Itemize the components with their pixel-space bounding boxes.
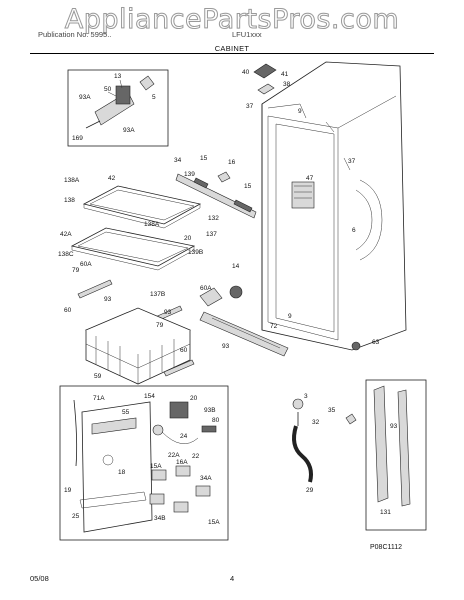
- callout: 38: [283, 81, 291, 88]
- callout: 131: [380, 509, 391, 516]
- leveling-leg: [351, 341, 361, 351]
- section-title: CABINET: [214, 44, 250, 53]
- callout: 15: [244, 183, 252, 190]
- diagram-code: P08C1112: [370, 544, 402, 551]
- callout: 138: [64, 197, 75, 204]
- callout: 59: [94, 373, 102, 380]
- callout: 35: [328, 407, 336, 414]
- callout: 132: [208, 215, 219, 222]
- callout: 60: [64, 307, 72, 314]
- callout: 60A: [80, 261, 92, 268]
- callout: 93A: [123, 127, 135, 134]
- damper-inset: [67, 69, 169, 147]
- callout: 34A: [200, 475, 212, 482]
- callout: 80: [212, 417, 220, 424]
- callout: 72: [270, 323, 278, 330]
- callout: 37: [246, 103, 254, 110]
- callout: 3: [304, 393, 308, 400]
- callout: 20: [190, 395, 198, 402]
- callout: 22: [192, 453, 200, 460]
- trim-strip-inset: [365, 379, 427, 531]
- callout: 93B: [204, 407, 216, 414]
- callout: 93A: [79, 94, 91, 101]
- callout: 9: [298, 108, 302, 115]
- callout: 6: [352, 227, 356, 234]
- callout: 60: [180, 347, 188, 354]
- callout: 20: [184, 235, 192, 242]
- control-panel-inset: [59, 385, 229, 541]
- glass-shelves: [70, 185, 202, 271]
- cabinet-body: [253, 61, 407, 351]
- callout: 169: [72, 135, 83, 142]
- callout: 15A: [208, 519, 220, 526]
- callout: 63: [372, 339, 380, 346]
- bracket-139b: [199, 287, 223, 307]
- light-housing: [291, 181, 315, 209]
- hinge-part: [253, 63, 277, 79]
- trim-strips: [175, 171, 257, 219]
- callout: 137: [206, 231, 217, 238]
- header-rule: [30, 53, 434, 54]
- knob-part: [139, 75, 155, 91]
- callout: 50: [104, 86, 112, 93]
- callout: 137B: [150, 291, 165, 298]
- callout: 93: [390, 423, 398, 430]
- callout: 79: [72, 267, 80, 274]
- callout: 93: [222, 343, 230, 350]
- callout: 13: [114, 73, 122, 80]
- callout: 138C: [58, 251, 74, 258]
- callout: 41: [281, 71, 289, 78]
- callout: 37: [348, 158, 356, 165]
- drain-tube-parts: [292, 398, 357, 483]
- callout: 24: [180, 433, 188, 440]
- callout: 29: [306, 487, 314, 494]
- callout: 139B: [188, 249, 203, 256]
- callout: 93: [104, 296, 112, 303]
- watermark: AppliancePartsPros.com: [64, 4, 400, 36]
- callout: 139: [184, 171, 195, 178]
- callout: 138A: [144, 221, 160, 228]
- callout: 138A: [64, 177, 80, 184]
- callout: 25: [72, 513, 80, 520]
- callout: 79: [156, 322, 164, 329]
- basket-area: [77, 279, 243, 385]
- switch-part: [169, 401, 189, 419]
- callout: 15: [200, 155, 208, 162]
- callout: 60A: [200, 285, 212, 292]
- callout: 47: [306, 175, 314, 182]
- callout: 15A: [150, 463, 162, 470]
- footer-page-number: 4: [230, 574, 235, 583]
- callout: 93: [164, 309, 172, 316]
- callout: 34: [174, 157, 182, 164]
- callout: 55: [122, 409, 130, 416]
- callout: 42: [108, 175, 116, 182]
- publication-number: Publication No. 5995..: [38, 30, 112, 39]
- drain-tube: [292, 425, 313, 483]
- kick-plate: [199, 311, 289, 357]
- callout: 42A: [60, 231, 72, 238]
- callout: 71A: [93, 395, 105, 402]
- callout: 18: [118, 469, 126, 476]
- thermostat-part: [115, 85, 131, 105]
- callout: 14: [232, 263, 240, 270]
- callout: 19: [64, 487, 72, 494]
- footer-date: 05/08: [30, 574, 49, 583]
- callout: 40: [242, 69, 250, 76]
- callout: 5: [152, 94, 156, 101]
- callout: 16A: [176, 459, 188, 466]
- callout: 34B: [154, 515, 166, 522]
- model-number: LFU1xxx: [232, 30, 262, 39]
- callout: 154: [144, 393, 155, 400]
- callout: 32: [312, 419, 320, 426]
- callout: 22A: [168, 452, 180, 459]
- callout: 9: [288, 313, 292, 320]
- callout: 16: [228, 159, 236, 166]
